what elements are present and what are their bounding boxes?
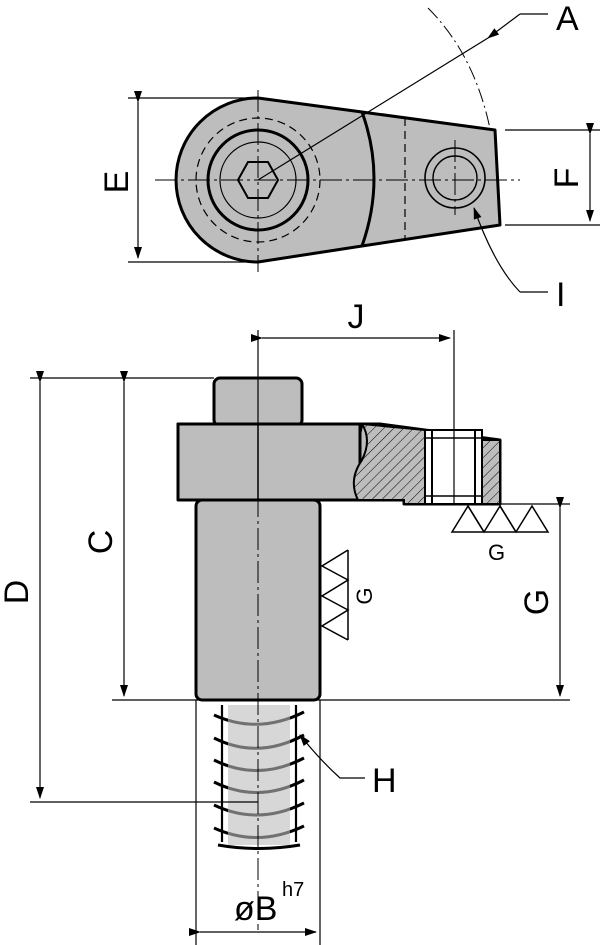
leader-h-line bbox=[299, 734, 365, 779]
leader-i-line bbox=[473, 207, 521, 293]
side-view: J D C G G G H øB h7 bbox=[0, 298, 570, 945]
leader-a-line bbox=[257, 37, 489, 181]
label-h: H bbox=[372, 762, 397, 800]
top-view: E F A I bbox=[98, 0, 600, 314]
label-a: A bbox=[556, 0, 579, 38]
hub-block bbox=[176, 422, 362, 502]
surface-finish-side-icon bbox=[320, 549, 350, 641]
surface-finish-top-icon bbox=[450, 504, 550, 534]
leader-a-arrow bbox=[487, 13, 521, 39]
label-i: I bbox=[556, 276, 565, 314]
lever-section-hatch bbox=[352, 422, 426, 505]
dim-f-label: F bbox=[548, 168, 586, 189]
lever-tip-hatch bbox=[481, 439, 501, 505]
surface-finish-side-label: G bbox=[352, 587, 377, 604]
dim-e-label: E bbox=[98, 171, 136, 194]
lever-step-edge bbox=[360, 111, 376, 247]
dim-j-label: J bbox=[348, 298, 365, 336]
dim-g-label: G bbox=[518, 589, 556, 615]
surface-finish-top-label: G bbox=[488, 540, 505, 565]
dim-c-label: C bbox=[82, 530, 120, 555]
dim-b-label: øB bbox=[234, 890, 277, 928]
dim-d-label: D bbox=[0, 580, 36, 605]
spring-icon bbox=[213, 705, 305, 850]
dim-b-tolerance: h7 bbox=[282, 879, 304, 901]
